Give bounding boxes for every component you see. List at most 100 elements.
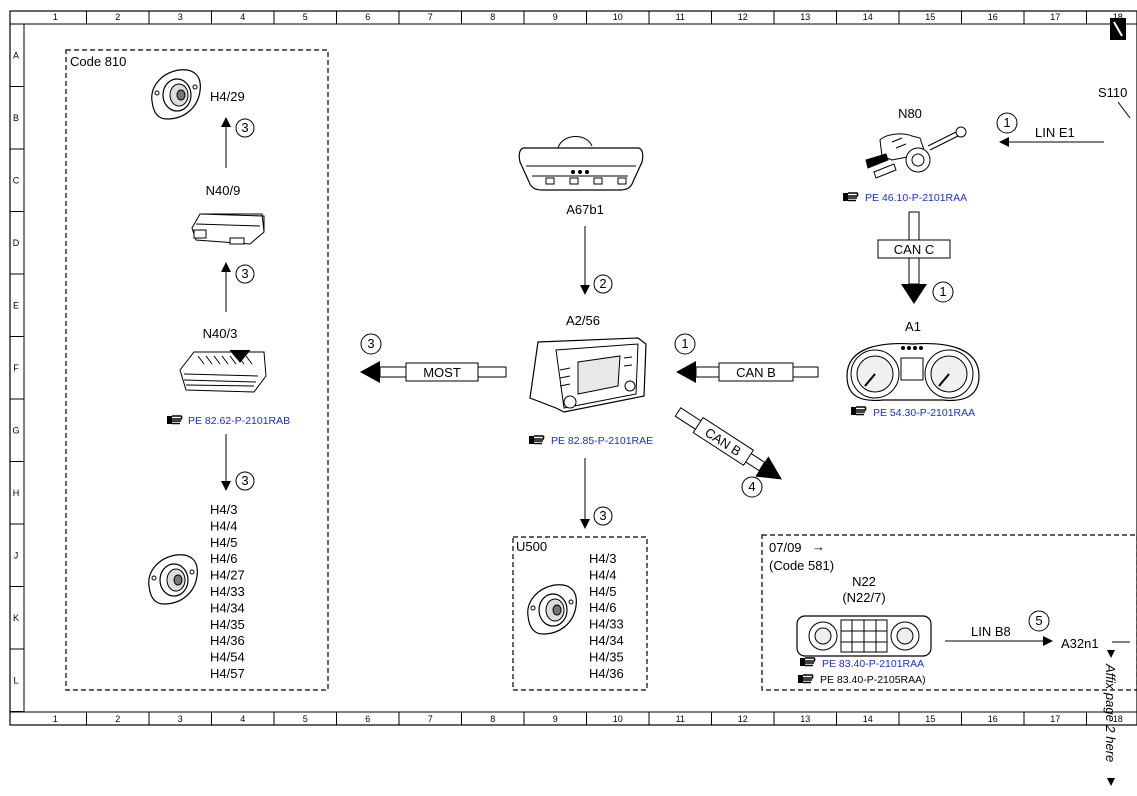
column-label-top: 11 bbox=[676, 12, 685, 22]
instrument-cluster-icon bbox=[846, 343, 980, 402]
number-circle bbox=[741, 476, 763, 498]
a2-56-ref-link[interactable]: PE 82.85-P-2101RAE bbox=[551, 435, 653, 447]
speaker-label: H4/4 bbox=[210, 518, 237, 533]
u500-label: U500 bbox=[516, 539, 547, 554]
number-label: 3 bbox=[367, 336, 374, 351]
n22-ref-link-2[interactable]: PE 83.40-P-2105RAA) bbox=[820, 674, 926, 686]
number-circle bbox=[235, 471, 255, 491]
row-label: E bbox=[13, 300, 19, 310]
speaker-icon bbox=[527, 584, 577, 635]
column-label-top: 10 bbox=[613, 12, 623, 22]
n40-3-ref-link[interactable]: PE 82.62-P-2101RAB bbox=[188, 415, 290, 427]
most-label: MOST bbox=[423, 365, 461, 380]
column-label-bottom: 6 bbox=[365, 714, 370, 724]
row-label: D bbox=[13, 238, 20, 248]
speaker-label: H4/3 bbox=[210, 502, 237, 517]
speaker-label: H4/33 bbox=[210, 584, 245, 599]
column-label-bottom: 5 bbox=[303, 714, 308, 724]
speaker-label: H4/5 bbox=[589, 584, 616, 599]
code-581-group bbox=[761, 534, 1137, 691]
n80-label: N80 bbox=[898, 106, 922, 121]
grid-ruler: 1122334455667788991010111112121313141415… bbox=[10, 11, 1123, 725]
number-circle bbox=[1028, 610, 1050, 632]
affix-arrow-icon bbox=[1107, 650, 1115, 658]
number-label: 1 bbox=[939, 284, 946, 299]
module-icon bbox=[191, 213, 265, 245]
speaker-label: H4/54 bbox=[210, 650, 245, 665]
column-label-bottom: 13 bbox=[800, 714, 810, 724]
number-label: 2 bbox=[599, 276, 606, 291]
speaker-label: H4/4 bbox=[589, 567, 616, 582]
column-label-bottom: 9 bbox=[553, 714, 558, 724]
row-label: K bbox=[13, 613, 19, 623]
affix-note: Affix page 2 here bbox=[1103, 663, 1118, 762]
column-label-top: 2 bbox=[115, 12, 120, 22]
frame-border bbox=[9, 10, 1137, 726]
row-label: A bbox=[13, 50, 19, 60]
column-label-top: 13 bbox=[800, 12, 810, 22]
arrowhead bbox=[360, 361, 380, 383]
column-label-bottom: 16 bbox=[988, 714, 998, 724]
speaker-label: H4/57 bbox=[210, 666, 245, 681]
a67b1-label: A67b1 bbox=[566, 202, 604, 217]
number-label: 3 bbox=[241, 473, 248, 488]
speaker-label: H4/36 bbox=[210, 633, 245, 648]
number-label: 1 bbox=[1003, 115, 1010, 130]
speaker-label: H4/3 bbox=[589, 551, 616, 566]
row-label: G bbox=[12, 425, 19, 435]
row-label: J bbox=[14, 550, 19, 560]
code-581-label: (Code 581) bbox=[769, 558, 834, 573]
n22-ref-link-1[interactable]: PE 83.40-P-2101RAA bbox=[822, 658, 924, 670]
row-label: F bbox=[13, 363, 19, 373]
number-circle bbox=[593, 274, 613, 294]
code-810-label: Code 810 bbox=[70, 54, 126, 69]
lin-e1-label: LIN E1 bbox=[1035, 125, 1075, 140]
column-label-bottom: 3 bbox=[178, 714, 183, 724]
column-label-top: 4 bbox=[240, 12, 245, 22]
n40-3-label: N40/3 bbox=[203, 326, 238, 341]
speaker-label: H4/35 bbox=[210, 617, 245, 632]
column-label-bottom: 7 bbox=[428, 714, 433, 724]
column-label-top: 15 bbox=[925, 12, 935, 22]
column-label-bottom: 4 bbox=[240, 714, 245, 724]
speaker-icon bbox=[148, 554, 198, 605]
number-label: 3 bbox=[241, 120, 248, 135]
head-unit-icon bbox=[529, 337, 647, 413]
code-810-group bbox=[65, 49, 329, 691]
speaker-label: H4/5 bbox=[210, 535, 237, 550]
column-label-top: 5 bbox=[303, 12, 308, 22]
column-label-bottom: 17 bbox=[1050, 714, 1060, 724]
h4-29-label: H4/29 bbox=[210, 89, 245, 104]
column-label-top: 6 bbox=[365, 12, 370, 22]
a2-56-label: A2/56 bbox=[566, 313, 600, 328]
column-label-top: 8 bbox=[490, 12, 495, 22]
speaker-label: H4/36 bbox=[589, 666, 624, 681]
column-label-bottom: 18 bbox=[1113, 714, 1123, 724]
reference-hand-icon bbox=[850, 406, 867, 416]
speaker-label: H4/35 bbox=[589, 649, 624, 664]
speaker-list-810: H4/3H4/4H4/5H4/6H4/27H4/33H4/34H4/35H4/3… bbox=[210, 502, 245, 681]
column-label-bottom: 12 bbox=[738, 714, 748, 724]
column-label-bottom: 14 bbox=[863, 714, 873, 724]
number-circle bbox=[360, 333, 382, 355]
u500-group bbox=[512, 536, 648, 691]
number-label: 3 bbox=[599, 508, 606, 523]
affix-arrow-icon bbox=[1107, 778, 1115, 786]
can-b-label: CAN B bbox=[736, 365, 776, 380]
number-label: 1 bbox=[681, 336, 688, 351]
column-label-bottom: 10 bbox=[613, 714, 623, 724]
arrowhead bbox=[901, 284, 927, 304]
number-circle bbox=[235, 264, 255, 284]
number-circle bbox=[996, 112, 1018, 134]
arrowhead bbox=[676, 361, 696, 383]
speaker-label: H4/33 bbox=[589, 617, 624, 632]
a1-ref-link[interactable]: PE 54.30-P-2101RAA bbox=[873, 407, 975, 419]
n40-9-label: N40/9 bbox=[206, 183, 241, 198]
mirror-icon bbox=[518, 136, 644, 191]
n80-ref-link[interactable]: PE 46.10-P-2101RAA bbox=[865, 192, 967, 204]
speaker-label: H4/6 bbox=[589, 600, 616, 615]
climate-control-icon bbox=[796, 615, 932, 657]
steering-switch-icon bbox=[865, 126, 967, 179]
